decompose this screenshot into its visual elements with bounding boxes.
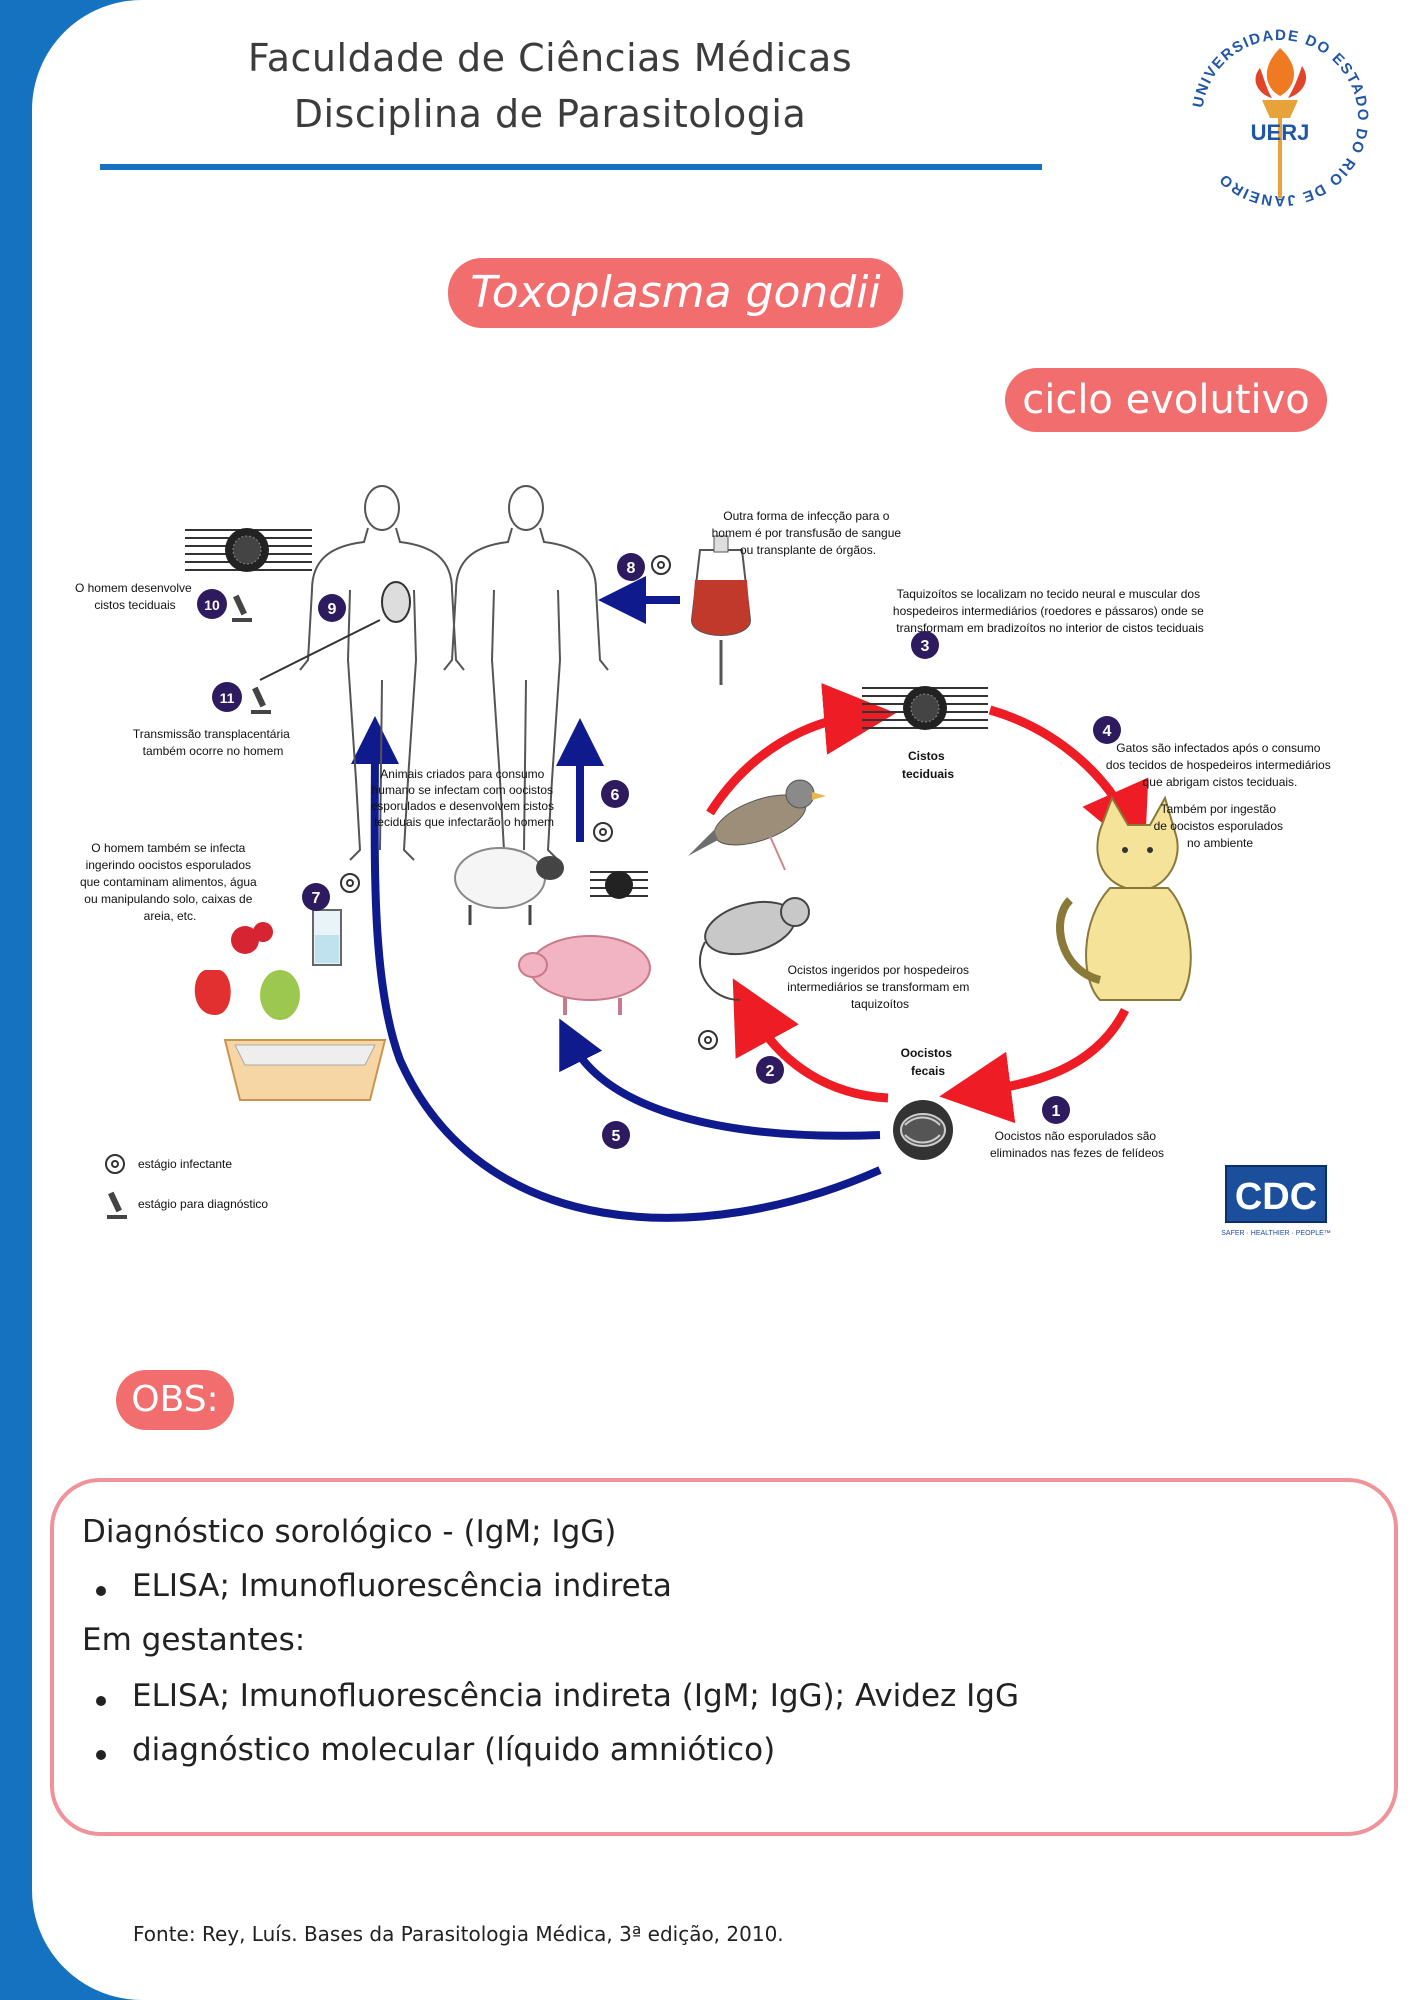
- step-3-badge: [911, 631, 939, 659]
- step-6-number: 6: [611, 787, 620, 804]
- obs-label: OBS:: [116, 1370, 234, 1430]
- step-10-number: 10: [204, 597, 220, 613]
- microscope-icon: [251, 686, 271, 714]
- water-glass-icon: [312, 909, 342, 966]
- serology-heading: Diagnóstico sorológico - (IgM; IgG): [82, 1514, 617, 1550]
- step-11-number: 11: [220, 690, 235, 706]
- biohazard-icon: [340, 873, 360, 893]
- sheep-icon: [454, 847, 564, 925]
- uerj-logo-text: UERJ: [1251, 120, 1310, 145]
- cdc-logo-text: CDC: [1235, 1176, 1317, 1218]
- biohazard-icon: [651, 555, 671, 575]
- step11-text: Transmissão transplacentária também ocor…: [133, 727, 293, 758]
- arrow-oocysts-to-livestock: [559, 1018, 881, 1140]
- step2-text: Ocistos ingeridos por hospedeiros interm…: [787, 963, 972, 1011]
- step-7-badge: [302, 883, 330, 911]
- step4b-text: Também por ingestão de oocistos esporula…: [1154, 802, 1287, 850]
- step-2-badge: [756, 1056, 784, 1084]
- bird-icon: [688, 779, 826, 871]
- human-figures: [299, 485, 609, 861]
- faculty-title: Faculdade de Ciências Médicas: [247, 36, 853, 80]
- bullet-dot: [96, 1696, 106, 1706]
- uerj-logo: UNIVERSIDADE DO ESTADO DO RIO DE JANEIRO…: [1190, 27, 1370, 209]
- step-5-number: 5: [612, 1128, 621, 1145]
- step1-text: Oocistos não esporulados são eliminados …: [990, 1129, 1164, 1160]
- bullet-dot: [96, 1750, 106, 1760]
- pig-icon: [518, 935, 651, 1015]
- step-8-number: 8: [627, 560, 636, 577]
- fruit-icon: [194, 922, 300, 1020]
- organism-title: Toxoplasma gondii: [448, 258, 903, 328]
- step-4-number: 4: [1103, 723, 1112, 740]
- source-citation: Fonte: Rey, Luís. Bases da Parasitologia…: [133, 1922, 784, 1946]
- step-2-number: 2: [766, 1063, 775, 1080]
- section-label: ciclo evolutivo: [1005, 368, 1327, 432]
- step-9-number: 9: [328, 601, 337, 618]
- cdc-logo: CDC SAFER · HEALTHIER · PEOPLE™: [1221, 1165, 1331, 1237]
- tissue-cyst-human-icon: [185, 528, 312, 572]
- fetus-icon: [381, 581, 411, 623]
- blood-bag-icon: [690, 535, 752, 685]
- litter-box-icon: [223, 1039, 387, 1101]
- step4-text: Gatos são infectados após o consumo dos …: [1106, 741, 1334, 789]
- biohazard-icon: [593, 822, 613, 842]
- pregnant-heading: Em gestantes:: [82, 1622, 306, 1658]
- pregnant-methods: ELISA; Imunofluorescência indireta (IgM;…: [132, 1678, 1020, 1714]
- bullet-dot: [96, 1586, 106, 1596]
- step-8-badge: [617, 553, 645, 581]
- legend-diagnostic-label: estágio para diagnóstico: [138, 1197, 268, 1211]
- arrow-oocysts-to-rodent: [732, 978, 889, 1103]
- step10-text: O homem desenvolve cistos teciduais: [75, 581, 195, 612]
- arrow-oocysts-to-human: [350, 716, 882, 1222]
- cdc-tagline: SAFER · HEALTHIER · PEOPLE™: [1221, 1230, 1331, 1237]
- arrow-birds-to-cysts: [706, 683, 896, 816]
- step-3-number: 3: [921, 638, 930, 655]
- step-5-badge: [602, 1121, 630, 1149]
- life-cycle-diagram: 1 2 3 4 5 6 7 8 9 10 11 Cisto: [75, 485, 1334, 1237]
- discipline-title: Disciplina de Parasitologia: [293, 92, 807, 136]
- step6-text: Animais criados para consumo humano se i…: [371, 767, 558, 829]
- serology-methods: ELISA; Imunofluorescência indireta: [132, 1568, 672, 1604]
- legend-microscope-icon: [107, 1191, 127, 1219]
- livestock-cyst-icon: [590, 871, 648, 899]
- arrow-cat-to-oocysts: [939, 1007, 1130, 1124]
- step-6-badge: [601, 780, 629, 808]
- oocysts-label: Oocistos fecais: [901, 1046, 956, 1078]
- legend-biohazard-icon: [105, 1154, 125, 1174]
- header-divider: [100, 164, 1042, 170]
- step3-text: Taquizoítos se localizam no tecido neura…: [893, 587, 1207, 635]
- step-9-badge: [318, 594, 346, 622]
- step7-text: O homem também se infecta ingerindo ooci…: [80, 841, 260, 923]
- step-1-number: 1: [1052, 1103, 1061, 1120]
- step-11-badge: [212, 682, 242, 712]
- step8-text: Outra forma de infecção para o homem é p…: [712, 509, 905, 557]
- step-4-badge: [1093, 716, 1121, 744]
- step-1-badge: [1042, 1096, 1070, 1124]
- tissue-cysts-icon: [862, 686, 988, 730]
- cysts-label: Cistos teciduais: [902, 749, 954, 781]
- step-7-number: 7: [312, 890, 321, 907]
- legend-infective-label: estágio infectante: [138, 1157, 232, 1171]
- step-10-badge: [197, 589, 227, 619]
- arrow-cysts-to-cat: [988, 705, 1149, 858]
- microscope-icon: [232, 594, 252, 622]
- cat-icon: [1056, 795, 1192, 1001]
- biohazard-icon: [698, 1030, 718, 1050]
- torch-flame-icon: [1266, 48, 1294, 96]
- torch-cup-icon: [1262, 100, 1298, 118]
- rodent-icon: [699, 897, 810, 1001]
- observations-box: Diagnóstico sorológico - (IgM; IgG) ELIS…: [50, 1478, 1398, 1836]
- fecal-oocyst-icon: [893, 1100, 953, 1160]
- molecular-diagnosis: diagnóstico molecular (líquido amniótico…: [132, 1732, 776, 1768]
